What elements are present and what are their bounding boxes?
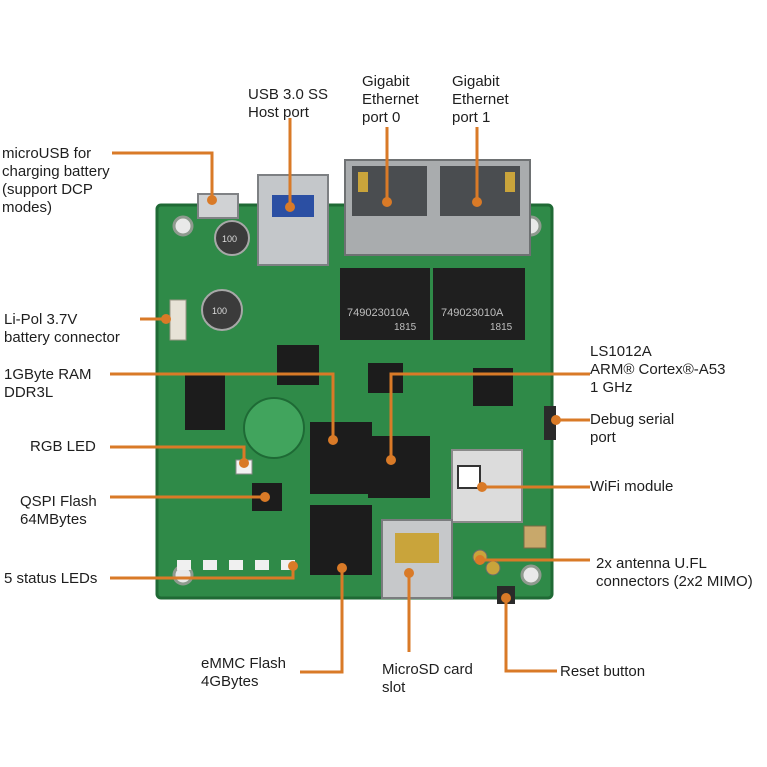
label-microsd: MicroSD card slot bbox=[382, 661, 473, 696]
leader-debug-dot bbox=[551, 415, 561, 425]
ethernet-magnetics-1 bbox=[433, 268, 525, 340]
magnetics-0-date: 1815 bbox=[394, 322, 417, 333]
microusb-port bbox=[197, 193, 239, 219]
leader-ram-dot bbox=[328, 435, 338, 445]
capacitor bbox=[214, 220, 250, 256]
status-led bbox=[177, 560, 191, 570]
leader-rgb-dot bbox=[239, 458, 249, 468]
capacitor-label: 100 bbox=[222, 234, 237, 244]
microsd-contacts bbox=[395, 533, 439, 563]
label-ram: 1GByte RAM DDR3L bbox=[4, 366, 92, 401]
leader-gbe0-dot bbox=[382, 197, 392, 207]
leader-qspi-dot bbox=[260, 492, 270, 502]
magnetics-1-date: 1815 bbox=[490, 322, 513, 333]
mounting-hole bbox=[520, 564, 542, 586]
status-led bbox=[203, 560, 217, 570]
ufl-connector bbox=[485, 560, 501, 576]
leader-lines bbox=[110, 118, 590, 674]
magnetics-1-code: 749023010A bbox=[441, 307, 504, 319]
status-led bbox=[229, 560, 243, 570]
ic-chip bbox=[277, 345, 319, 385]
leader-lipol-dot bbox=[161, 314, 171, 324]
leader-leds-dot bbox=[288, 561, 298, 571]
label-reset: Reset button bbox=[560, 663, 646, 680]
user-button bbox=[523, 525, 547, 549]
wifi-qr bbox=[457, 465, 481, 489]
ram-chip bbox=[310, 422, 372, 494]
leader-antenna-dot bbox=[475, 555, 485, 565]
label-debug: Debug serial port bbox=[590, 411, 675, 446]
leader-wifi-dot bbox=[477, 482, 487, 492]
leader-microsd-dot bbox=[404, 568, 414, 578]
label-wifi: WiFi module bbox=[590, 478, 674, 495]
label-microusb: microUSB for charging battery (support D… bbox=[2, 145, 110, 216]
label-rgb: RGB LED bbox=[30, 438, 96, 455]
leader-microusb-dot bbox=[207, 195, 217, 205]
leader-rgb bbox=[110, 445, 246, 463]
label-qspi: QSPI Flash 64MBytes bbox=[20, 493, 97, 528]
ic-chip bbox=[185, 375, 225, 430]
magnetics-0-code: 749023010A bbox=[347, 307, 410, 319]
leader-microusb bbox=[112, 151, 214, 200]
status-led bbox=[255, 560, 269, 570]
leader-emmc bbox=[300, 568, 344, 674]
ethernet-magnetics-0 bbox=[340, 268, 430, 340]
label-antenna: 2x antenna U.FL connectors (2x2 MIMO) bbox=[596, 555, 753, 590]
label-emmc: eMMC Flash 4GBytes bbox=[201, 655, 287, 690]
label-soc: LS1012A ARM® Cortex®-A53 1 GHz bbox=[590, 343, 726, 396]
battery-connector bbox=[169, 299, 187, 341]
capacitor-label: 100 bbox=[212, 306, 227, 316]
usb30-port bbox=[257, 174, 329, 266]
label-lipol: Li-Pol 3.7V battery connector bbox=[4, 311, 120, 346]
soc-chip bbox=[368, 436, 430, 498]
label-gbe0: Gigabit Ethernet port 0 bbox=[362, 73, 419, 126]
label-gbe1: Gigabit Ethernet port 1 bbox=[452, 73, 509, 126]
mounting-hole bbox=[172, 215, 194, 237]
capacitor bbox=[201, 289, 243, 331]
leader-usb30-dot bbox=[285, 202, 295, 212]
leader-reset bbox=[504, 598, 557, 673]
ethernet-led bbox=[358, 172, 368, 192]
label-usb30: USB 3.0 SS Host port bbox=[248, 86, 329, 121]
leader-reset-dot bbox=[501, 593, 511, 603]
leader-soc-dot bbox=[386, 455, 396, 465]
ic-chip bbox=[368, 363, 403, 393]
leader-ram bbox=[110, 372, 335, 440]
leader-gbe1-dot bbox=[472, 197, 482, 207]
ethernet-led bbox=[505, 172, 515, 192]
leader-emmc-dot bbox=[337, 563, 347, 573]
leader-soc bbox=[389, 372, 590, 460]
debug-header bbox=[544, 406, 556, 440]
battery-holder bbox=[243, 397, 305, 459]
status-led bbox=[281, 560, 295, 570]
label-leds: 5 status LEDs bbox=[4, 570, 98, 587]
